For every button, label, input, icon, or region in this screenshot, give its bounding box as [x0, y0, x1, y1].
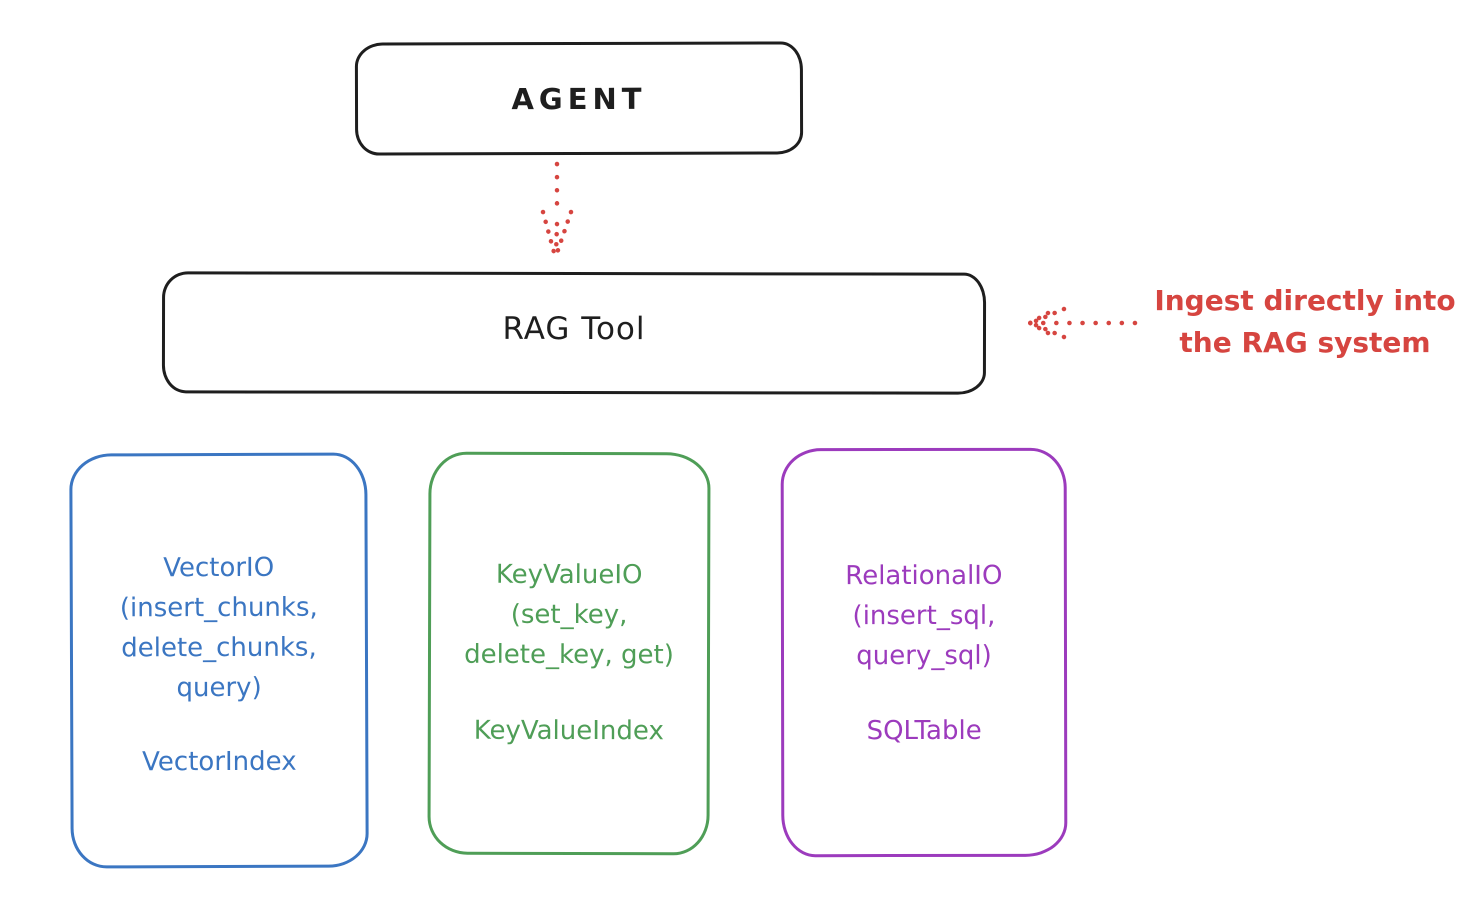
- agent-node: AGENT: [354, 41, 804, 156]
- ingest-annotation-line1: Ingest directly into: [1154, 284, 1456, 317]
- relational-io-line: query_sql): [856, 640, 992, 672]
- keyvalue-io-line: (set_key,: [510, 599, 628, 631]
- rag-tool-label: RAG Tool: [502, 310, 646, 348]
- vector-io-box: VectorIO (insert_chunks, delete_chunks, …: [69, 452, 369, 869]
- keyvalue-io-box: KeyValueIO (set_key, delete_key, get) Ke…: [427, 451, 711, 856]
- vector-io-line: VectorIO: [163, 552, 275, 584]
- rag-tool-node: RAG Tool: [161, 271, 987, 395]
- vector-io-line: delete_chunks,: [121, 632, 317, 664]
- ingest-annotation: Ingest directly into the RAG system: [1130, 280, 1480, 364]
- relational-io-box: RelationalIO (insert_sql, query_sql) SQL…: [780, 447, 1068, 858]
- agent-label: AGENT: [511, 81, 647, 116]
- vector-io-line: query): [176, 672, 262, 704]
- relational-io-line: (insert_sql,: [852, 600, 996, 632]
- vector-index-label: VectorIndex: [142, 746, 297, 778]
- keyvalue-io-line: KeyValueIO: [495, 559, 643, 591]
- arrow-annotation-to-rag-tool-icon: [1027, 306, 1138, 340]
- ingest-annotation-line2: the RAG system: [1179, 326, 1431, 359]
- keyvalue-io-line: delete_key, get): [464, 639, 674, 671]
- sql-table-label: SQLTable: [866, 715, 982, 747]
- arrow-agent-to-rag-tool-icon: [540, 161, 574, 259]
- keyvalue-index-label: KeyValueIndex: [473, 715, 664, 747]
- relational-io-line: RelationalIO: [845, 560, 1003, 592]
- vector-io-line: (insert_chunks,: [119, 592, 318, 624]
